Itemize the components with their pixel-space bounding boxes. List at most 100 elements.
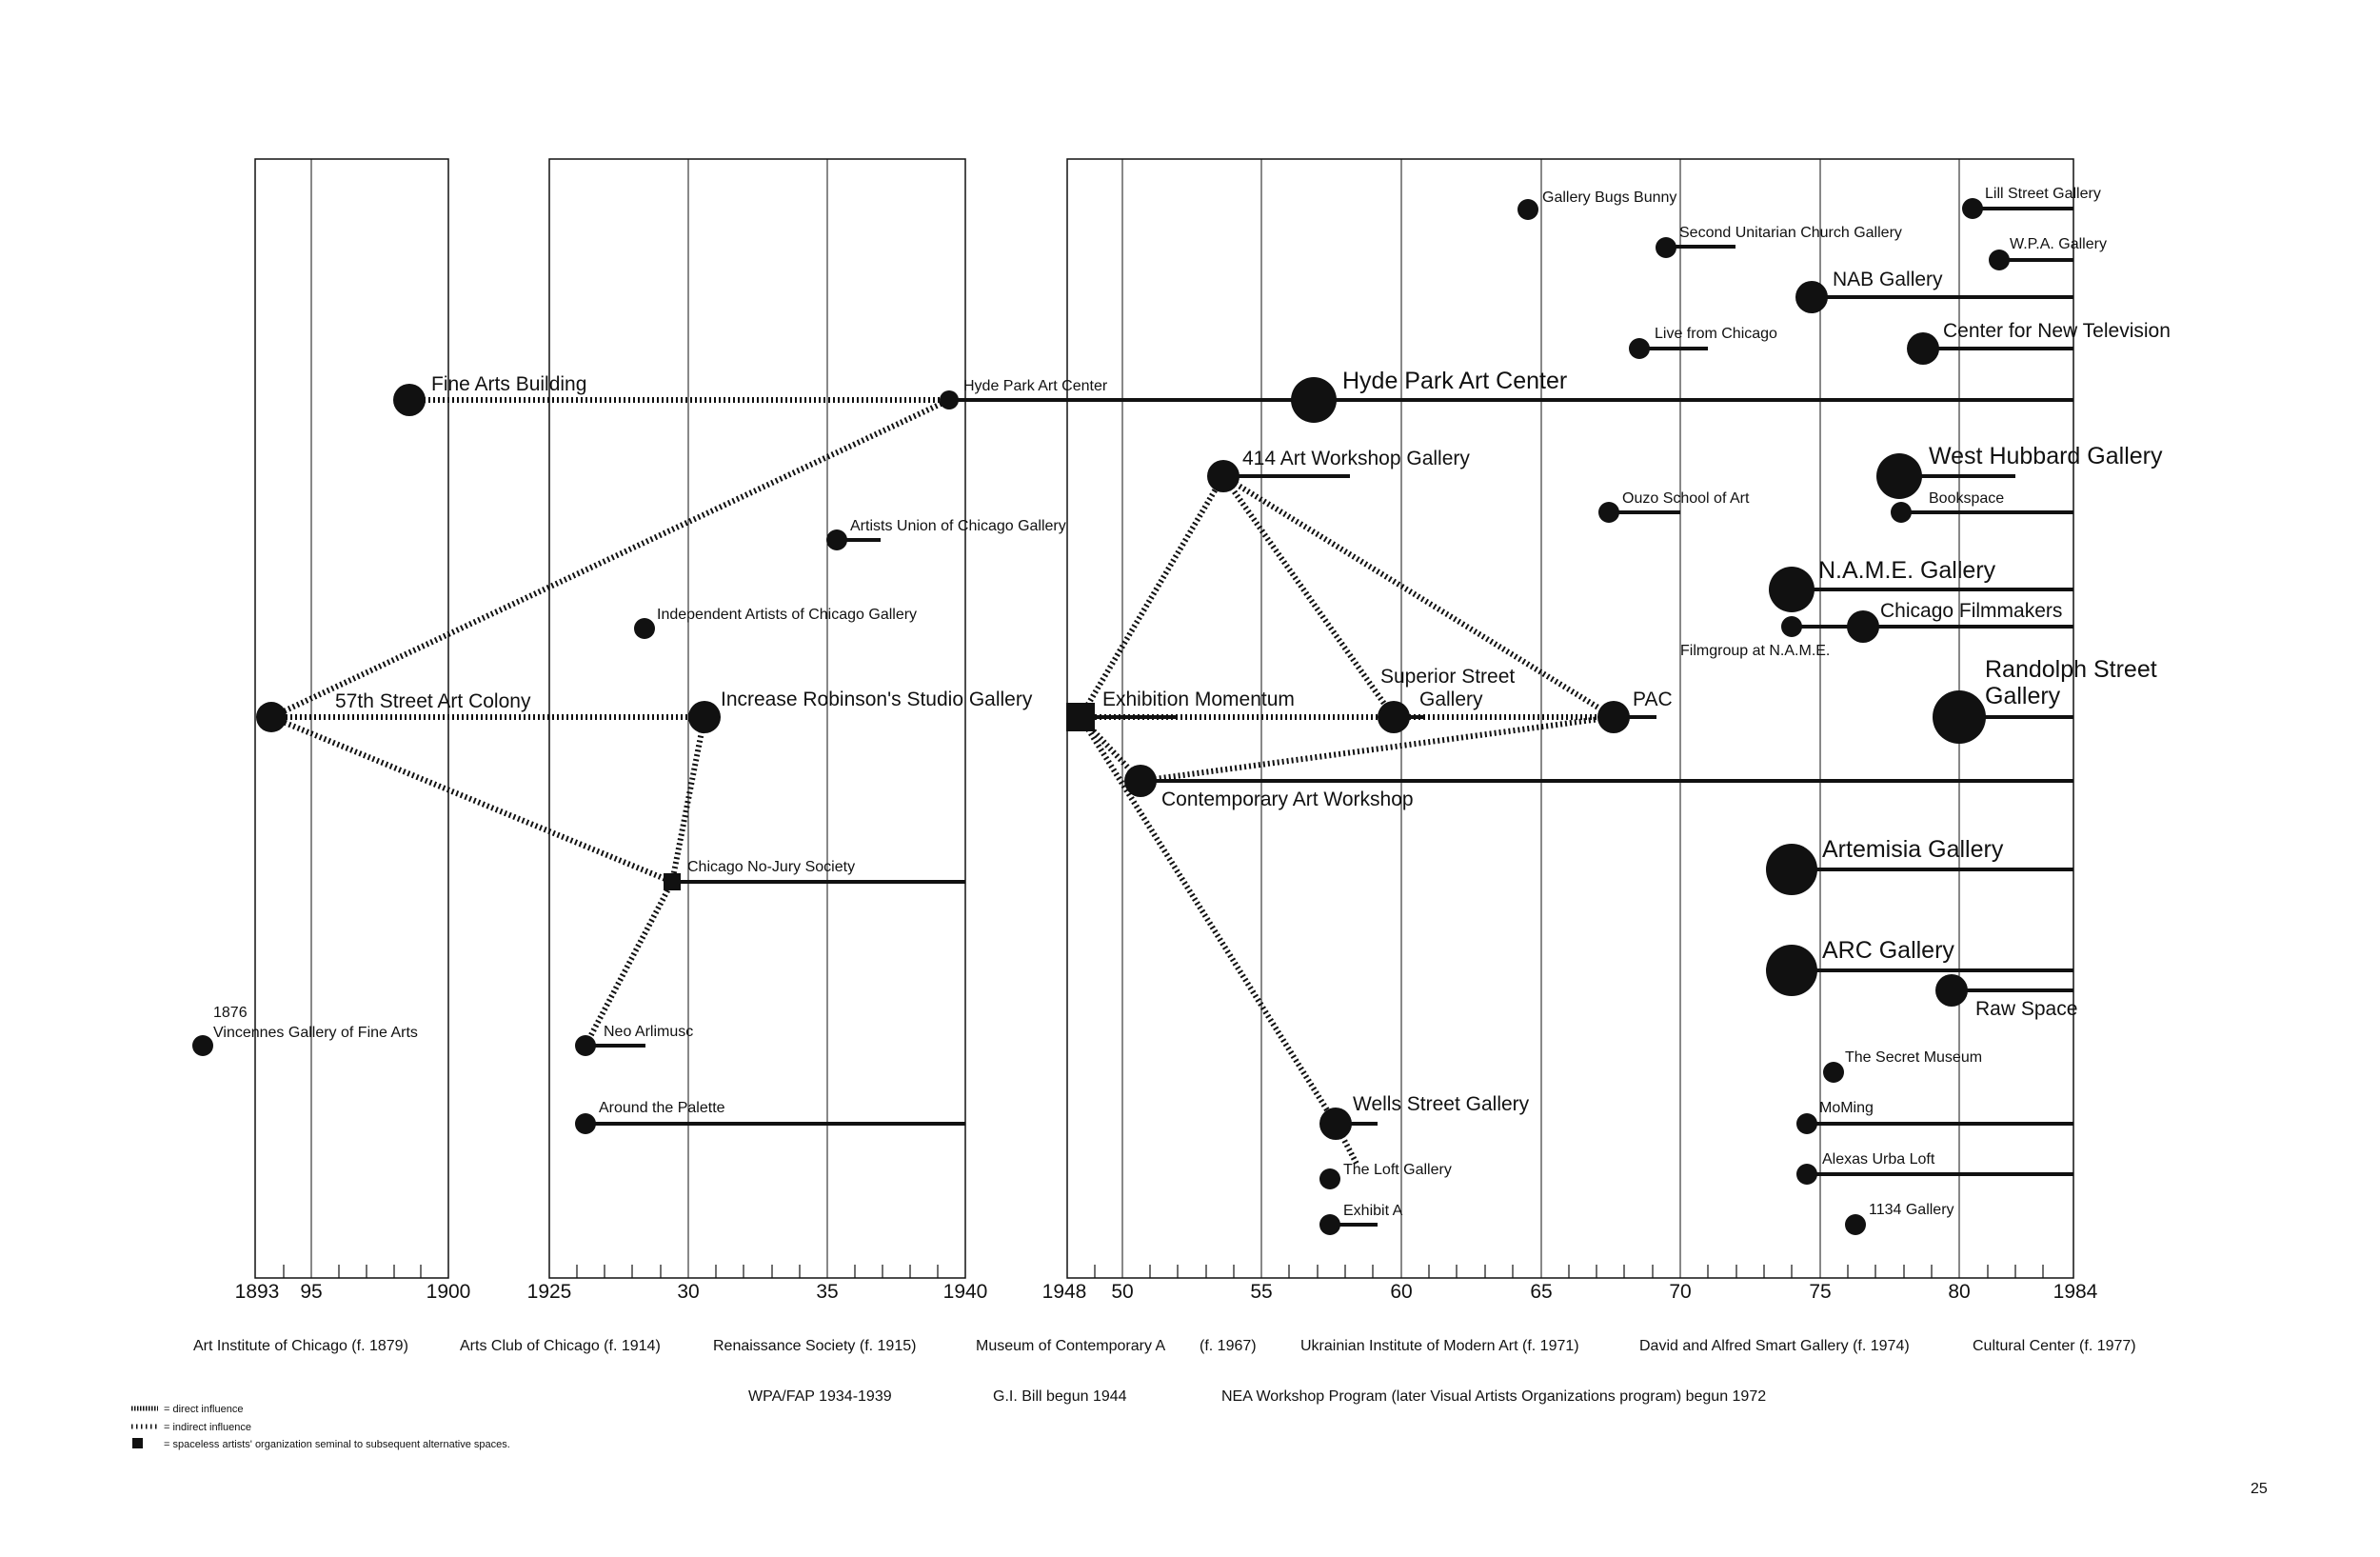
label-center-new-tv: Center for New Television <box>1943 320 2171 342</box>
tick-label-80: 80 <box>1948 1281 1970 1303</box>
node-neo-arlimusc <box>575 1035 596 1056</box>
node-west-hubbard <box>1876 453 1922 499</box>
node-filmgroup <box>1781 616 1802 637</box>
label-randolph-1: Randolph Street <box>1985 656 2157 683</box>
node-414 <box>1207 460 1240 492</box>
node-center-new-tv <box>1907 332 1939 365</box>
legend-indirect-label: = indirect influence <box>164 1422 251 1433</box>
node-bookspace <box>1891 502 1912 523</box>
tick-label-1940: 1940 <box>943 1281 988 1303</box>
node-hyde-park-big <box>1291 377 1337 423</box>
influence-connectors <box>269 397 1616 1166</box>
node-chicago-filmmakers <box>1847 610 1879 643</box>
label-raw-space: Raw Space <box>1975 998 2077 1020</box>
tick-label-55: 55 <box>1250 1281 1272 1303</box>
label-randolph-2: Gallery <box>1985 683 2061 709</box>
node-contemporary-workshop <box>1124 765 1157 797</box>
node-around-palette <box>575 1113 596 1134</box>
node-increase-robinson <box>688 701 721 733</box>
institution-cultural-center: Cultural Center (f. 1977) <box>1973 1338 2136 1354</box>
node-randolph-street <box>1933 690 1986 744</box>
node-gallery-bugs-bunny <box>1517 199 1538 220</box>
label-filmgroup: Filmgroup at N.A.M.E. <box>1680 643 1830 659</box>
programs-row: WPA/FAP 1934-1939 G.I. Bill begun 1944 N… <box>748 1388 1766 1405</box>
connector-57th-to-no-jury <box>269 714 674 885</box>
frame-1948-1984 <box>1066 158 2074 1279</box>
label-wells-street: Wells Street Gallery <box>1353 1093 1530 1115</box>
label-around-palette: Around the Palette <box>599 1100 725 1116</box>
node-arc <box>1766 945 1817 996</box>
tick-label-50: 50 <box>1111 1281 1133 1303</box>
connector-no-jury-to-neo-arlimusc <box>583 880 675 1048</box>
tick-label-1925: 1925 <box>527 1281 572 1303</box>
connector-414-to-pac <box>1221 473 1616 720</box>
node-independent-artists <box>634 618 655 639</box>
node-lill-street <box>1962 198 1983 219</box>
label-secret-museum: The Secret Museum <box>1845 1049 1982 1066</box>
legend: = direct influence = indirect influence … <box>131 1404 510 1450</box>
institution-arts-club: Arts Club of Chicago (f. 1914) <box>460 1338 661 1354</box>
label-superior-street-1: Superior Street <box>1380 666 1515 688</box>
tick-label-95: 95 <box>300 1281 322 1303</box>
node-labels: Fine Arts Building Hyde Park Art Center … <box>213 186 2171 1219</box>
label-hyde-park-big: Hyde Park Art Center <box>1342 368 1567 394</box>
label-nab: NAB Gallery <box>1833 269 1943 290</box>
node-pac <box>1597 701 1630 733</box>
label-gallery-bugs-bunny: Gallery Bugs Bunny <box>1542 190 1676 206</box>
label-vincennes-year: 1876 <box>213 1005 248 1021</box>
connector-robinson-to-no-jury <box>669 716 707 883</box>
connector-414-to-superior <box>1220 474 1397 719</box>
label-neo-arlimusc: Neo Arlimusc <box>604 1024 693 1040</box>
program-gi-bill: G.I. Bill begun 1944 <box>993 1388 1127 1405</box>
duration-bars <box>585 207 2073 1227</box>
label-lill-street: Lill Street Gallery <box>1985 186 2101 202</box>
node-ouzo <box>1598 502 1619 523</box>
node-57th-street <box>256 702 287 732</box>
label-exhibition-momentum: Exhibition Momentum <box>1102 689 1295 710</box>
label-superior-street-2: Gallery <box>1419 689 1483 710</box>
tick-label-30: 30 <box>677 1281 699 1303</box>
label-vincennes: Vincennes Gallery of Fine Arts <box>213 1025 418 1041</box>
institutions-row: Art Institute of Chicago (f. 1879) Arts … <box>193 1338 2136 1354</box>
label-fine-arts-building: Fine Arts Building <box>431 373 586 395</box>
node-loft <box>1319 1168 1340 1189</box>
label-independent-artists: Independent Artists of Chicago Gallery <box>657 607 917 623</box>
label-moming: MoMing <box>1819 1100 1874 1116</box>
label-414: 414 Art Workshop Gallery <box>1242 448 1470 469</box>
label-wpa-gallery: W.P.A. Gallery <box>2010 236 2107 252</box>
label-artemisia: Artemisia Gallery <box>1822 836 2004 863</box>
connector-57th-to-hyde-park <box>269 397 951 720</box>
node-exhibit-a <box>1319 1214 1340 1235</box>
node-artemisia <box>1766 844 1817 895</box>
tick-label-60: 60 <box>1390 1281 1412 1303</box>
institution-smart-gallery: David and Alfred Smart Gallery (f. 1974) <box>1639 1338 1910 1354</box>
connector-contemporary-to-pac <box>1140 714 1615 784</box>
node-exhibition-momentum-square <box>1066 703 1095 731</box>
tick-label-1900: 1900 <box>426 1281 471 1303</box>
node-hyde-park-small <box>940 390 959 409</box>
label-hyde-park-small: Hyde Park Art Center <box>963 378 1108 394</box>
node-live-from-chicago <box>1629 338 1650 359</box>
label-bookspace: Bookspace <box>1929 490 2004 507</box>
legend-direct-label: = direct influence <box>164 1404 243 1415</box>
node-name-gallery <box>1769 567 1815 612</box>
node-secret-museum <box>1823 1062 1844 1083</box>
node-vincennes <box>192 1035 213 1056</box>
node-1134-gallery <box>1845 1214 1866 1235</box>
node-second-unitarian <box>1656 237 1676 258</box>
legend-spaceless-label: = spaceless artists' organization semina… <box>164 1439 510 1450</box>
program-nea-workshop: NEA Workshop Program (later Visual Artis… <box>1221 1388 1766 1405</box>
tick-label-1893: 1893 <box>235 1281 280 1303</box>
tick-label-75: 75 <box>1809 1281 1831 1303</box>
page-number: 25 <box>2251 1481 2268 1497</box>
institution-ukrainian-institute: Ukrainian Institute of Modern Art (f. 19… <box>1300 1338 1579 1354</box>
program-wpa-fap: WPA/FAP 1934-1939 <box>748 1388 892 1405</box>
label-second-unitarian: Second Unitarian Church Gallery <box>1679 225 1902 241</box>
connector-momentum-to-414 <box>1078 474 1226 719</box>
label-artists-union: Artists Union of Chicago Gallery <box>850 518 1066 534</box>
label-increase-robinson: Increase Robinson's Studio Gallery <box>721 689 1033 710</box>
label-exhibit-a: Exhibit A <box>1343 1203 1403 1219</box>
label-arc: ARC Gallery <box>1822 937 1954 964</box>
node-fine-arts-building <box>393 384 426 416</box>
node-moming <box>1796 1113 1817 1134</box>
